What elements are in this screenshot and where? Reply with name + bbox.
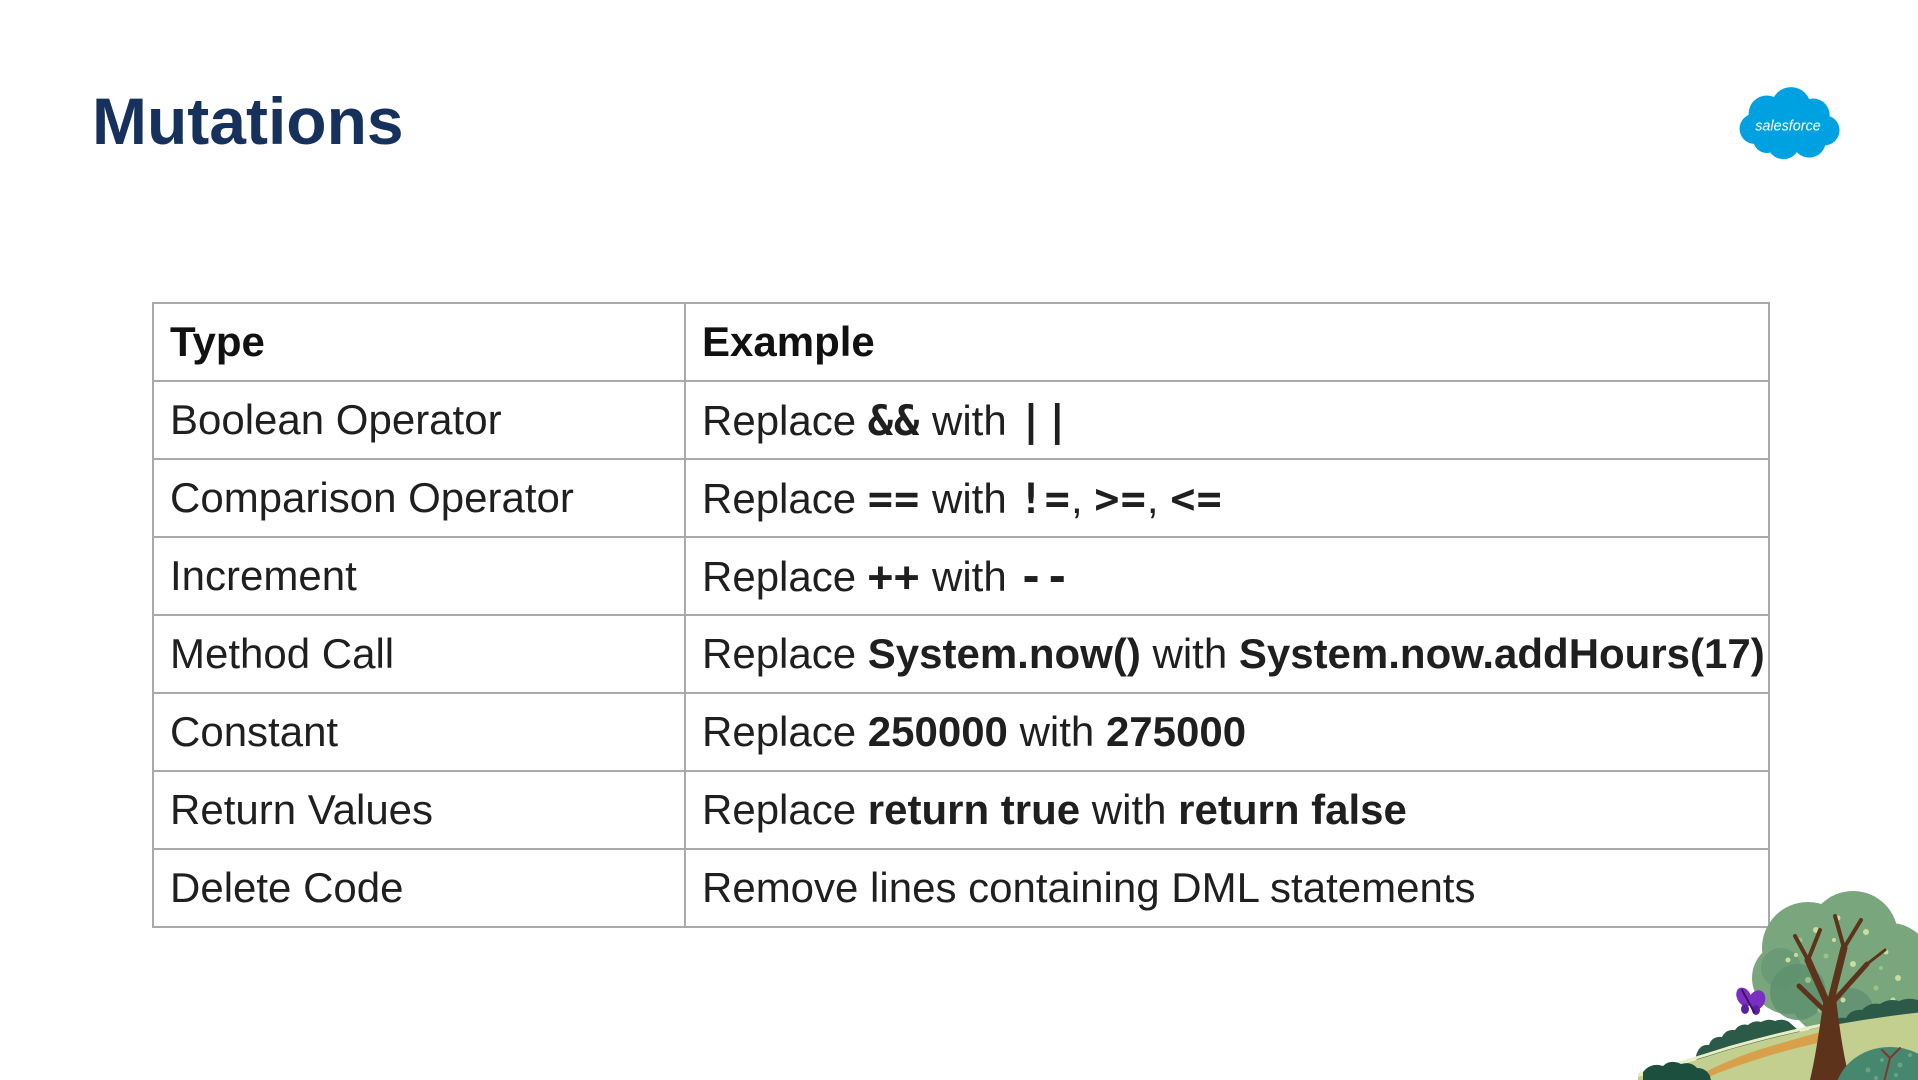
mutation-type-cell: Method Call [152,614,686,694]
salesforce-cloud-logo: salesforce [1739,87,1840,160]
example-segment: != [1018,473,1071,523]
mutation-type-cell: Increment [152,536,686,616]
example-segment: Remove lines containing DML statements [702,864,1476,911]
corner-bush [1643,1061,1711,1080]
example-segment: System.now() [867,630,1141,677]
example-segment: Replace [702,708,868,755]
example-segment: <= [1170,473,1223,523]
example-segment: && [867,395,921,445]
example-segment: with [920,552,1019,600]
example-segment: System.now.addHours(17) [1238,630,1765,677]
mutation-example-cell: Replace ++ with -- [684,536,1770,616]
mutation-type-cell: Boolean Operator [152,380,686,460]
example-segment: return true [867,786,1081,833]
example-segment: Replace [702,396,868,444]
example-segment: with [920,474,1019,522]
mutation-example-cell: Replace System.now() with System.now.add… [684,614,1770,694]
page-title: Mutations [92,84,404,158]
example-segment: with [1140,630,1239,677]
trail [1690,1030,1835,1080]
example-segment: -- [1018,551,1071,601]
cloud-shape [1739,87,1840,160]
table-header-row: Type Example [152,302,1770,382]
mutation-example-cell: Replace == with !=, >=, <= [684,458,1770,538]
example-segment: >= [1094,473,1147,523]
logo-wordmark: salesforce [1755,118,1821,134]
example-segment: with [1007,708,1106,755]
example-segment: Replace [702,474,868,522]
mutation-example-cell: Replace 250000 with 275000 [684,692,1770,772]
example-segment: return false [1178,786,1407,833]
example-segment: Replace [702,786,868,833]
example-segment: ++ [867,551,921,601]
butterfly-icon [1736,987,1766,1015]
example-segment: == [867,473,921,523]
mutation-type-cell: Delete Code [152,848,686,928]
tree-illustration [1638,891,1918,1080]
example-segment: 250000 [867,708,1008,755]
example-segment: Replace [702,630,868,677]
teal-bush [1837,1047,1918,1080]
example-segment: , [1070,474,1095,522]
table-row: Delete Code Remove lines containing DML s… [152,848,1770,928]
example-segment: 275000 [1105,708,1247,755]
column-header-example: Example [684,302,1770,382]
tree-trunk [1793,914,1887,1080]
mutation-type-cell: Return Values [152,770,686,850]
example-segment: Replace [702,552,868,600]
mutation-example-cell: Remove lines containing DML statements [684,848,1770,928]
example-segment: with [1080,786,1179,833]
example-segment: , [1146,474,1171,522]
example-segment: || [1018,395,1071,445]
mutation-type-cell: Comparison Operator [152,458,686,538]
mutation-example-cell: Replace return true with return false [684,770,1770,850]
mutation-type-cell: Constant [152,692,686,772]
mutation-example-cell: Replace && with || [684,380,1770,460]
column-header-type: Type [152,302,686,382]
example-segment: with [920,396,1019,444]
